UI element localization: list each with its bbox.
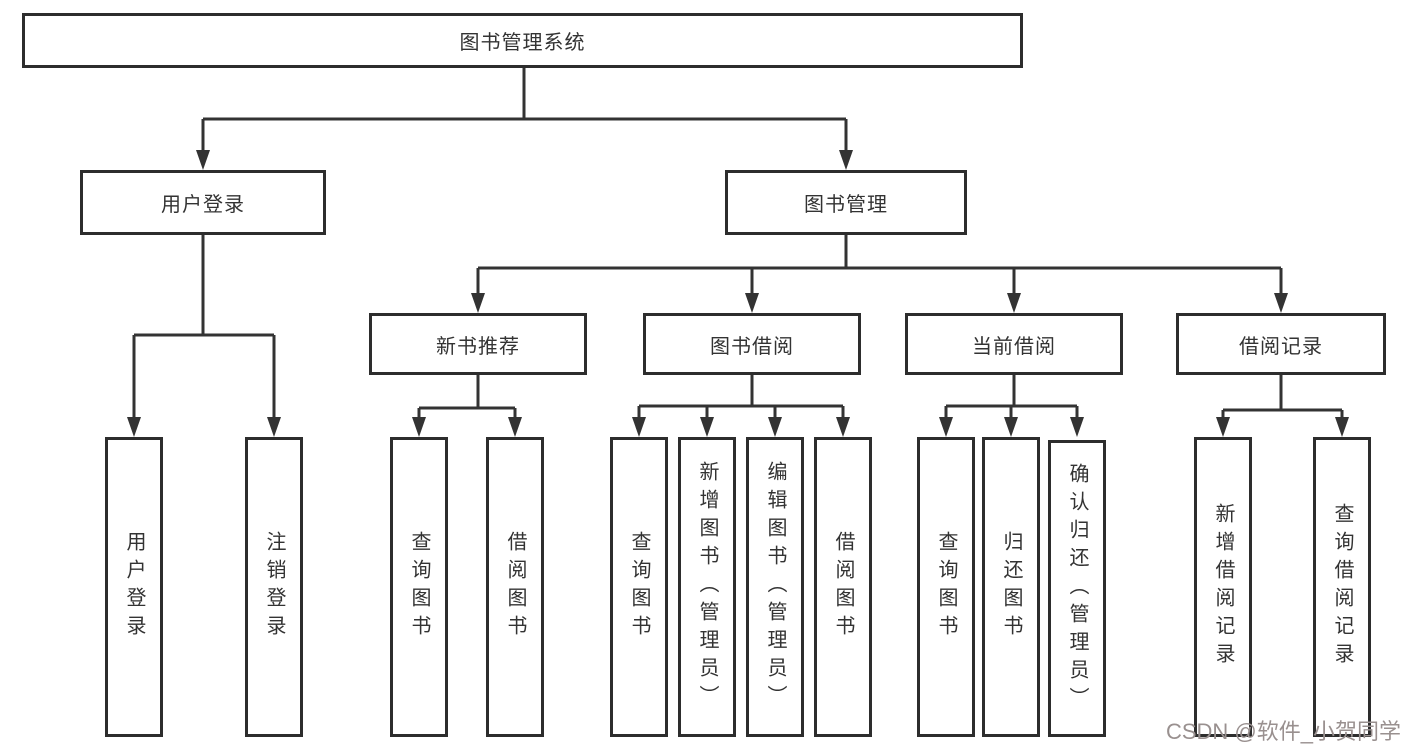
arrowheads-borrow-records-branch — [1216, 417, 1349, 437]
leaf-label: 查询借阅记录 — [1331, 503, 1353, 671]
arrowheads-current-borrow-branch — [939, 417, 1084, 437]
leaf-query-borrow-record: 查询借阅记录 — [1313, 437, 1371, 737]
connector-current-borrow-branch — [944, 375, 1079, 418]
leaf-label: 编辑图书（管理员） — [764, 461, 786, 713]
node-user-login: 用户登录 — [80, 170, 326, 235]
node-current-borrowing: 当前借阅 — [905, 313, 1123, 375]
leaf-label: 借阅图书 — [504, 531, 526, 643]
leaf-confirm-return-admin: 确认归还（管理员） — [1048, 440, 1106, 737]
leaf-label: 新增图书（管理员） — [696, 461, 718, 713]
leaf-user-login: 用户登录 — [105, 437, 163, 737]
leaf-borrow-books-recommend: 借阅图书 — [486, 437, 544, 737]
leaf-logout: 注销登录 — [245, 437, 303, 737]
node-book-management: 图书管理 — [725, 170, 967, 235]
leaf-label: 用户登录 — [123, 531, 145, 643]
connector-new-book-branch — [417, 375, 517, 418]
watermark-text: CSDN @软件_小贺同学 — [1165, 719, 1401, 744]
leaf-query-books-current: 查询图书 — [917, 437, 975, 737]
arrowheads-level2 — [196, 150, 853, 170]
leaf-label: 查询图书 — [935, 531, 957, 643]
connector-user-login-branch — [132, 235, 276, 418]
leaf-label: 新增借阅记录 — [1212, 503, 1234, 671]
node-library-system: 图书管理系统 — [22, 13, 1023, 68]
leaf-borrow-books: 借阅图书 — [814, 437, 872, 737]
leaf-add-borrow-record: 新增借阅记录 — [1194, 437, 1252, 737]
arrowheads-level3 — [471, 293, 1288, 313]
leaf-label: 查询图书 — [628, 531, 650, 643]
leaf-label: 借阅图书 — [832, 531, 854, 643]
leaf-label: 注销登录 — [263, 531, 285, 643]
leaf-return-books: 归还图书 — [982, 437, 1040, 737]
node-book-borrowing: 图书借阅 — [643, 313, 861, 375]
leaf-label: 查询图书 — [408, 531, 430, 643]
leaf-edit-books-admin: 编辑图书（管理员） — [746, 437, 804, 737]
leaf-add-books-admin: 新增图书（管理员） — [678, 437, 736, 737]
connector-book-mgmt-branch — [476, 235, 1283, 294]
leaf-query-books-recommend: 查询图书 — [390, 437, 448, 737]
connector-book-borrow-branch — [637, 375, 845, 418]
arrowheads-user-login-branch — [127, 417, 281, 437]
connector-borrow-records-branch — [1221, 375, 1344, 418]
connector-root-to-level2 — [201, 68, 848, 151]
arrowheads-new-book-branch — [412, 417, 522, 437]
leaf-label: 归还图书 — [1000, 531, 1022, 643]
node-new-book-recommend: 新书推荐 — [369, 313, 587, 375]
node-borrow-records: 借阅记录 — [1176, 313, 1386, 375]
leaf-query-books-borrowing: 查询图书 — [610, 437, 668, 737]
leaf-label: 确认归还（管理员） — [1066, 462, 1088, 715]
arrowheads-book-borrow-branch — [632, 417, 850, 437]
